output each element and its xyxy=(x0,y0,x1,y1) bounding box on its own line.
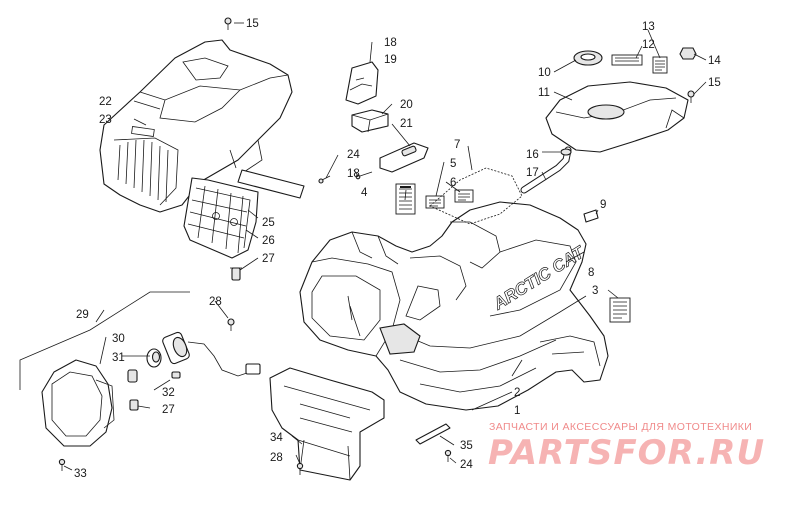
callout-8: 8 xyxy=(588,267,594,279)
bulb-31-part xyxy=(146,348,162,368)
warning-decal-6 xyxy=(454,189,474,203)
headlight-housing-part xyxy=(41,359,115,447)
callout-34: 34 xyxy=(270,432,283,444)
bulb-base-31-part xyxy=(127,369,138,383)
tank-cover-part xyxy=(545,81,689,153)
callout-17: 17 xyxy=(526,167,539,179)
callout-27-lower: 27 xyxy=(162,404,175,416)
callout-35: 35 xyxy=(460,440,473,452)
switch-pad-part xyxy=(379,142,429,173)
callout-29: 29 xyxy=(76,309,89,321)
front-fender-body: ARCTIC CAT xyxy=(299,201,609,411)
callout-20: 20 xyxy=(400,99,413,111)
visor-part xyxy=(429,167,523,225)
callout-18-top: 18 xyxy=(384,37,397,49)
decal-12 xyxy=(611,54,643,66)
callout-30: 30 xyxy=(112,333,125,345)
nut-14-part xyxy=(679,47,697,60)
grille-part xyxy=(183,177,259,259)
callout-25: 25 xyxy=(262,217,275,229)
callout-27-upper: 27 xyxy=(262,253,275,265)
trim-strip-part xyxy=(415,423,451,445)
push-rivet-27-lower-part xyxy=(129,399,139,411)
callout-4: 4 xyxy=(361,187,368,199)
screw-15-top-part xyxy=(224,17,232,30)
watermark-caption: ЗАПЧАСТИ И АКСЕССУАРЫ ДЛЯ МОТОТЕХНИКИ xyxy=(489,421,753,433)
tank-cap-ring-part xyxy=(573,50,603,66)
screw-24-upper-part xyxy=(318,175,331,184)
screw-24-lower-part xyxy=(444,449,452,462)
callout-15-right: 15 xyxy=(708,77,721,89)
callout-13: 13 xyxy=(642,21,655,33)
callout-32: 32 xyxy=(162,387,175,399)
callout-23: 23 xyxy=(99,114,112,126)
flat-panel-part xyxy=(237,169,305,199)
screw-28-lower-part xyxy=(296,462,304,475)
clip-9-part xyxy=(583,209,599,223)
bumper-part xyxy=(269,367,385,481)
decal-3 xyxy=(609,297,631,323)
callout-24-upper: 24 xyxy=(347,149,360,161)
callout-31: 31 xyxy=(112,352,125,364)
switch-cover-part xyxy=(345,61,379,105)
leader-lines xyxy=(63,22,707,471)
callout-33: 33 xyxy=(74,468,87,480)
callout-6: 6 xyxy=(450,177,456,189)
watermark-logo: PARTSFOR.RU xyxy=(488,433,766,473)
front-hood-part xyxy=(99,39,293,213)
small-part-32 xyxy=(171,371,181,379)
callout-22: 22 xyxy=(99,96,112,108)
callout-7: 7 xyxy=(454,139,460,151)
callout-1: 1 xyxy=(514,405,520,417)
callout-28-lower: 28 xyxy=(270,452,283,464)
callout-19: 19 xyxy=(384,54,397,66)
bulb-socket-part xyxy=(162,331,261,377)
callout-labels: 15 22 23 18 19 20 21 24 18 4 25 26 27 28… xyxy=(74,18,721,480)
callout-21: 21 xyxy=(400,118,413,130)
callout-10: 10 xyxy=(538,67,551,79)
warning-decal-5 xyxy=(425,195,445,209)
screw-33-part xyxy=(58,458,66,471)
callout-15-top: 15 xyxy=(246,18,259,30)
breather-tube-part xyxy=(520,146,572,194)
callout-11: 11 xyxy=(538,87,550,99)
callout-9: 9 xyxy=(600,199,606,211)
screw-15-right-part xyxy=(687,90,695,103)
headlight-bracket-line xyxy=(19,291,190,390)
callout-12: 12 xyxy=(642,39,655,51)
callout-24-lower: 24 xyxy=(460,459,473,471)
callout-14: 14 xyxy=(708,55,721,67)
callout-28-upper: 28 xyxy=(209,296,222,308)
callout-5: 5 xyxy=(450,158,456,170)
decal-13 xyxy=(652,56,668,74)
switch-housing-part xyxy=(351,109,389,133)
callout-2: 2 xyxy=(514,387,520,399)
callout-16: 16 xyxy=(526,149,539,161)
callout-3: 3 xyxy=(592,285,598,297)
screw-28-upper-part xyxy=(227,318,235,331)
screw-18-part xyxy=(353,169,361,180)
callout-26: 26 xyxy=(262,235,275,247)
push-rivet-part xyxy=(230,267,242,281)
callout-18-mid: 18 xyxy=(347,168,360,180)
